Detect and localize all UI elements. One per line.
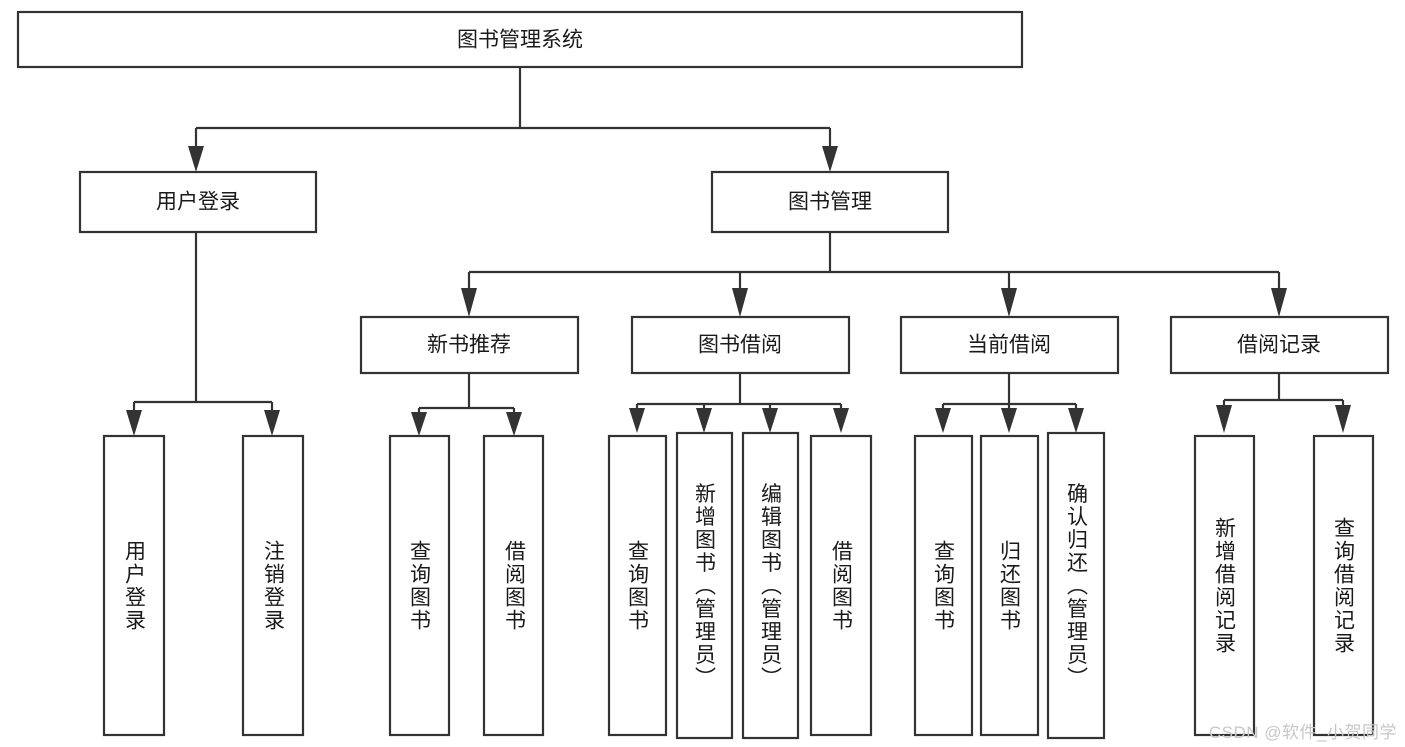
arrow-head-current-borrow	[1001, 288, 1017, 317]
arrow-head-leaf-query-book-3	[935, 408, 951, 433]
node-leaf-user-logout-label: 注销登录	[262, 540, 286, 632]
node-leaf-confirm-return[interactable]: 确认归还（管理员）	[1046, 431, 1106, 740]
node-book-borrow[interactable]: 图书借阅	[630, 315, 851, 375]
node-leaf-query-book-2[interactable]: 查询图书	[607, 434, 668, 737]
node-leaf-confirm-return-label: 确认归还（管理员）	[1065, 483, 1089, 690]
node-book-borrow-rect[interactable]	[630, 315, 851, 375]
node-root[interactable]: 图书管理系统	[16, 10, 1024, 69]
node-book-management-rect[interactable]	[710, 170, 950, 234]
node-leaf-return-book-rect[interactable]	[979, 434, 1040, 737]
arrow-head-leaf-add-book	[696, 408, 712, 433]
node-current-borrow[interactable]: 当前借阅	[899, 315, 1120, 375]
node-root-label: 图书管理系统	[457, 29, 583, 52]
arrow-head-new-book-recommend	[461, 288, 477, 317]
node-borrow-record-rect[interactable]	[1169, 315, 1390, 375]
arrow-head-borrow-record	[1271, 288, 1287, 317]
arrow-head-leaf-confirm-return	[1068, 408, 1084, 433]
node-leaf-add-record-label: 新增借阅记录	[1213, 517, 1237, 655]
node-leaf-borrow-book-2[interactable]: 借阅图书	[809, 434, 873, 737]
arrow-head-leaf-query-book-2	[629, 408, 645, 433]
connector-group-root	[188, 67, 838, 172]
node-leaf-confirm-return-rect[interactable]	[1046, 431, 1106, 740]
node-leaf-borrow-book-2-rect[interactable]	[809, 434, 873, 737]
node-leaf-query-book-3-label: 查询图书	[932, 540, 956, 632]
node-current-borrow-rect[interactable]	[899, 315, 1120, 375]
node-book-management-label: 图书管理	[788, 191, 872, 214]
node-book-borrow-label: 图书借阅	[698, 334, 782, 357]
node-leaf-return-book[interactable]: 归还图书	[979, 434, 1040, 737]
node-new-book-recommend-label: 新书推荐	[427, 334, 511, 357]
node-leaf-query-book-3-rect[interactable]	[913, 434, 974, 737]
node-leaf-query-book-2-rect[interactable]	[607, 434, 668, 737]
arrow-head-book-borrow	[732, 288, 748, 317]
node-root-rect[interactable]	[16, 10, 1024, 69]
arrow-head-leaf-return-book	[1001, 408, 1017, 433]
arrow-head-leaf-user-login	[126, 410, 142, 436]
node-leaf-query-book-1[interactable]: 查询图书	[388, 434, 451, 737]
node-leaf-return-book-label: 归还图书	[998, 540, 1022, 632]
node-leaf-borrow-book-1[interactable]: 借阅图书	[482, 434, 545, 737]
node-leaf-user-login[interactable]: 用户登录	[102, 434, 166, 737]
arrow-head-leaf-borrow-book-1	[506, 412, 522, 436]
arrow-head-leaf-query-book-1	[411, 412, 427, 436]
node-leaf-query-book-1-rect[interactable]	[388, 434, 451, 737]
node-leaf-query-record[interactable]: 查询借阅记录	[1312, 434, 1375, 737]
node-leaf-user-login-label: 用户登录	[123, 540, 147, 632]
arrow-head-user-login	[188, 146, 204, 172]
node-leaf-user-logout[interactable]: 注销登录	[241, 434, 305, 737]
connector-group-new-book-recommend	[411, 373, 522, 436]
node-user-login-rect[interactable]	[78, 170, 318, 234]
connector-group-borrow-record	[1216, 373, 1351, 433]
node-leaf-query-book-3[interactable]: 查询图书	[913, 434, 974, 737]
node-new-book-recommend-rect[interactable]	[359, 315, 580, 375]
node-borrow-record[interactable]: 借阅记录	[1169, 315, 1390, 375]
connector-group-user-login	[126, 232, 280, 436]
arrow-head-book-management	[822, 146, 838, 172]
connector-group-current-borrow	[935, 373, 1084, 433]
arrow-head-leaf-add-record	[1216, 405, 1232, 433]
connector-group-book-management	[461, 232, 1287, 317]
node-new-book-recommend[interactable]: 新书推荐	[359, 315, 580, 375]
node-leaf-user-logout-rect[interactable]	[241, 434, 305, 737]
node-leaf-query-book-1-label: 查询图书	[408, 540, 432, 632]
node-leaf-add-book-rect[interactable]	[675, 431, 734, 740]
node-user-login[interactable]: 用户登录	[78, 170, 318, 234]
node-leaf-borrow-book-1-label: 借阅图书	[503, 540, 527, 632]
node-book-management[interactable]: 图书管理	[710, 170, 950, 234]
node-leaf-add-book-label: 新增图书（管理员）	[693, 483, 717, 690]
node-leaf-edit-book-rect[interactable]	[741, 431, 800, 740]
arrow-head-leaf-user-logout	[264, 410, 280, 436]
node-leaf-edit-book[interactable]: 编辑图书（管理员）	[741, 431, 800, 740]
node-leaf-query-book-2-label: 查询图书	[626, 540, 650, 632]
node-leaf-edit-book-label: 编辑图书（管理员）	[759, 483, 783, 690]
arrow-head-leaf-edit-book	[762, 408, 778, 433]
arrow-head-leaf-borrow-book-2	[833, 408, 849, 433]
node-current-borrow-label: 当前借阅	[967, 334, 1051, 357]
node-leaf-borrow-book-1-rect[interactable]	[482, 434, 545, 737]
csdn-watermark: CSDN @软件_小贺同学	[1208, 723, 1397, 742]
node-leaf-add-book[interactable]: 新增图书（管理员）	[675, 431, 734, 740]
node-leaf-add-record[interactable]: 新增借阅记录	[1193, 434, 1256, 737]
connector-group-book-borrow	[629, 373, 849, 433]
node-leaf-query-record-rect[interactable]	[1312, 434, 1375, 737]
node-leaf-user-login-rect[interactable]	[102, 434, 166, 737]
node-leaf-add-record-rect[interactable]	[1193, 434, 1256, 737]
arrow-head-leaf-query-record	[1335, 405, 1351, 433]
node-leaf-query-record-label: 查询借阅记录	[1332, 517, 1356, 655]
node-user-login-label: 用户登录	[156, 191, 240, 214]
node-borrow-record-label: 借阅记录	[1237, 334, 1321, 357]
node-leaf-borrow-book-2-label: 借阅图书	[830, 540, 854, 632]
